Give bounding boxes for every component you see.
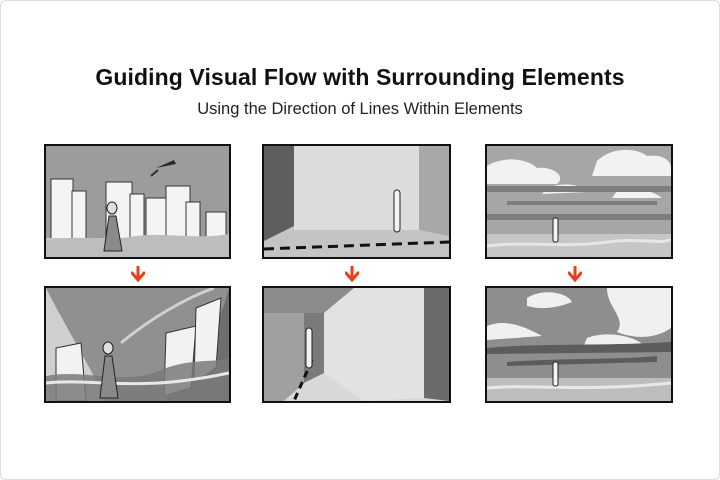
cloud-horizon-sketch-icon xyxy=(487,146,671,257)
cityscape-sketch-icon xyxy=(46,146,229,257)
arrow-down-icon xyxy=(568,266,582,282)
corridor-sketch-icon xyxy=(264,288,449,401)
arrow-down-icon xyxy=(131,266,145,282)
panel-city-before xyxy=(44,144,231,259)
panel-clouds-after xyxy=(485,286,673,403)
panel-wall-after xyxy=(262,286,451,403)
page-title: Guiding Visual Flow with Surrounding Ele… xyxy=(95,64,625,90)
panel-clouds-before xyxy=(485,144,673,259)
dramatic-clouds-sketch-icon xyxy=(487,288,671,401)
wall-corner-sketch-icon xyxy=(264,146,449,257)
panel-wall-before xyxy=(262,144,451,259)
fisheye-cityscape-sketch-icon xyxy=(46,288,229,401)
arrow-down-icon xyxy=(345,266,359,282)
panel-city-after xyxy=(44,286,231,403)
page-subtitle: Using the Direction of Lines Within Elem… xyxy=(197,100,523,118)
